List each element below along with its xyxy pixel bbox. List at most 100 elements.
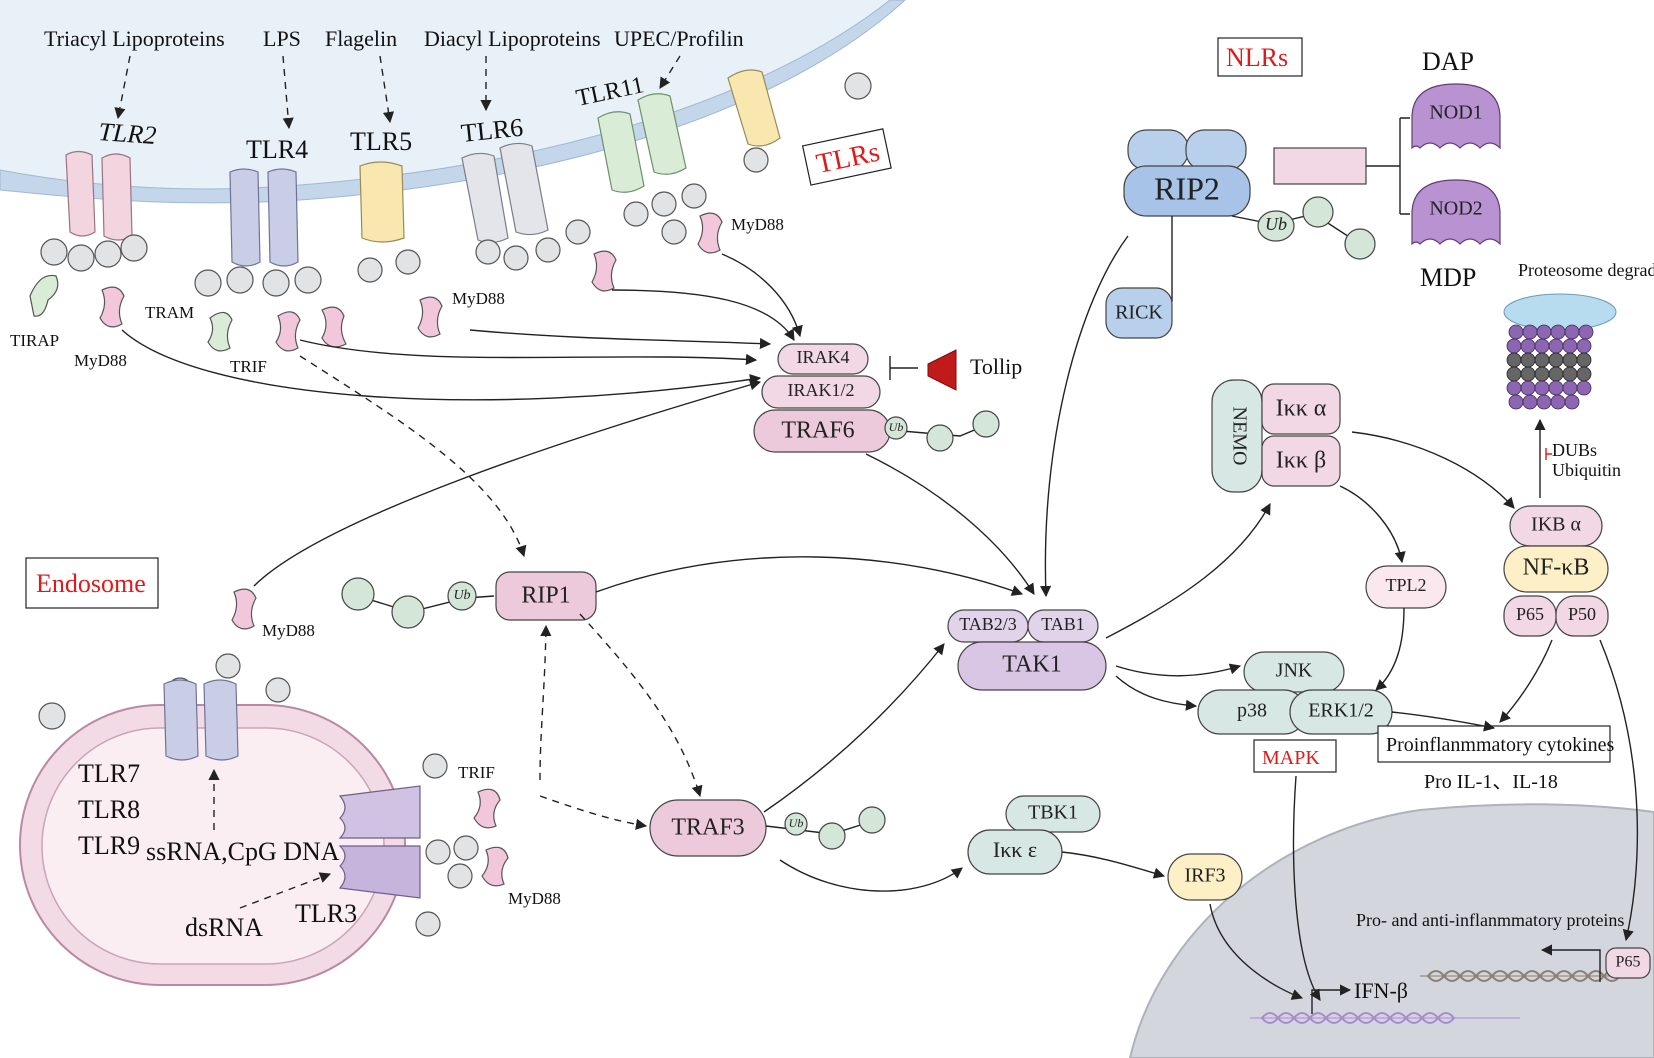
- ub-chain-traf6: [884, 410, 1000, 452]
- irak12-label: IRAK1/2: [788, 380, 855, 400]
- mdp-label: MDP: [1420, 263, 1476, 292]
- card-linker: [1273, 147, 1367, 185]
- ub-chain-rip2: [1231, 196, 1376, 260]
- tlr2-receptor: [65, 150, 133, 241]
- svg-text:MAPK: MAPK: [1262, 747, 1320, 769]
- endosome-section-label: Endosome: [25, 557, 159, 609]
- svg-text:NLRs: NLRs: [1226, 43, 1288, 72]
- irf3-node: [1167, 853, 1243, 901]
- nod1-label: NOD1: [1429, 102, 1482, 124]
- jnk-label: JNK: [1276, 660, 1313, 682]
- label-tlr7: TLR7: [78, 759, 140, 788]
- label-tlr9: TLR9: [78, 831, 140, 860]
- rip1-label: RIP1: [521, 583, 570, 609]
- label-trif-endo: TRIF: [458, 763, 495, 782]
- ikka-node: [1261, 383, 1341, 435]
- tlr3-receptor: [338, 785, 421, 899]
- tir-domains: [38, 72, 872, 937]
- mapk-section-label: MAPK: [1253, 739, 1337, 773]
- proteasome-icon: [1503, 293, 1617, 410]
- nod1-shape: [1411, 83, 1501, 150]
- label-tlr2: TLR2: [98, 117, 158, 150]
- label-tlr5: TLR5: [350, 127, 412, 156]
- nfkb-node: [1503, 545, 1609, 593]
- ligand-triacyl: Triacyl Lipoproteins: [44, 26, 225, 51]
- ub-traf6: Ub: [889, 420, 904, 434]
- p50-node: [1555, 595, 1609, 637]
- tlr789-receptor: [163, 679, 239, 761]
- tollip-label: Tollip: [970, 354, 1022, 379]
- ikke-label: Iκκ ε: [993, 837, 1037, 862]
- ub-rip2: Ub: [1265, 214, 1287, 234]
- tak1-label: TAK1: [1002, 652, 1061, 678]
- cytokines-label: Proinflanmmatory cytokines: [1386, 734, 1615, 756]
- label-myd88-tlr5: MyD88: [452, 289, 505, 308]
- nucleus: [1128, 803, 1654, 1058]
- rick-label: RICK: [1115, 302, 1163, 324]
- rip1-node: [495, 571, 597, 621]
- ubiquitin-label: Ubiquitin: [1552, 460, 1621, 480]
- label-myd88-tlr2: MyD88: [74, 351, 127, 370]
- label-myd88-endo2: MyD88: [508, 889, 561, 908]
- ub-traf3: Ub: [789, 816, 804, 830]
- label-tlr4: TLR4: [246, 135, 308, 164]
- dap-label: DAP: [1422, 47, 1474, 76]
- irak12-node: [761, 375, 881, 409]
- nucleus-genes-label: Pro- and anti-inflanmmatory proteins: [1356, 910, 1624, 930]
- ub-chain-traf3: [765, 806, 886, 850]
- p38-label: p38: [1237, 700, 1267, 722]
- label-myd88-endo: MyD88: [262, 621, 315, 640]
- label-trif: TRIF: [230, 357, 267, 376]
- proteosome-label: Proteosome degradation: [1518, 260, 1654, 280]
- tbk1-node: [1005, 795, 1101, 833]
- label-myd88-tlr11: MyD88: [731, 215, 784, 234]
- tak1-node: [957, 641, 1107, 691]
- traf3-label: TRAF3: [671, 815, 744, 841]
- nod2-label: NOD2: [1429, 198, 1482, 220]
- dubs-label: DUBs: [1552, 440, 1597, 460]
- label-tlr8: TLR8: [78, 795, 140, 824]
- ikka-label: Iκκ α: [1276, 396, 1327, 422]
- p65-label: P65: [1516, 604, 1544, 624]
- label-tirap: TIRAP: [10, 331, 59, 350]
- ikkb-label: Iκκ β: [1276, 448, 1326, 474]
- label-tlr6: TLR6: [460, 113, 525, 148]
- tpl2-node: [1365, 565, 1447, 609]
- label-ssrna: ssRNA,CpG DNA: [146, 837, 340, 866]
- tlr11-receptor: [597, 93, 687, 193]
- ligand-upec: UPEC/Profilin: [614, 26, 744, 51]
- p65-nucleus-label: P65: [1616, 954, 1641, 971]
- tbk1-label: TBK1: [1028, 802, 1078, 824]
- rip2-complex: [1123, 129, 1251, 217]
- irak4-label: IRAK4: [797, 347, 850, 367]
- ub-rip1: Ub: [453, 588, 470, 603]
- traf6-label: TRAF6: [781, 418, 854, 444]
- tpl2-label: TPL2: [1385, 575, 1426, 595]
- tab23-label: TAB2/3: [959, 614, 1017, 634]
- label-tlr3: TLR3: [295, 899, 357, 928]
- dna-strand-lower: [1250, 1012, 1520, 1024]
- erk-label: ERK1/2: [1308, 700, 1374, 722]
- ligand-diacyl: Diacyl Lipoproteins: [424, 26, 601, 51]
- ifnb-label: IFN-β: [1354, 978, 1408, 1003]
- pathway-arrows: [121, 235, 1639, 1001]
- tlrs-section-label: TLRs: [801, 128, 892, 186]
- tlr4-receptor: [229, 168, 299, 267]
- label-tram: TRAM: [145, 303, 194, 322]
- ub-chain-rip1: [341, 577, 495, 629]
- rick-node: [1105, 287, 1173, 339]
- adaptor-shapes: [29, 212, 723, 887]
- ikkb-node: [1261, 435, 1341, 487]
- tollip-icon: [927, 349, 957, 391]
- nemo-node: [1211, 379, 1263, 493]
- traf3-node: [649, 799, 767, 857]
- tab1-label: TAB1: [1041, 614, 1085, 634]
- nfkb-label: NF-κB: [1523, 555, 1590, 581]
- ligand-flagelin: Flagelin: [325, 26, 397, 51]
- label-dsrna: dsRNA: [185, 913, 263, 942]
- nemo-label: NEMO: [1228, 407, 1250, 466]
- svg-text:Endosome: Endosome: [36, 569, 146, 598]
- ligand-lps: LPS: [263, 26, 301, 51]
- nlrs-section-label: NLRs: [1217, 37, 1303, 77]
